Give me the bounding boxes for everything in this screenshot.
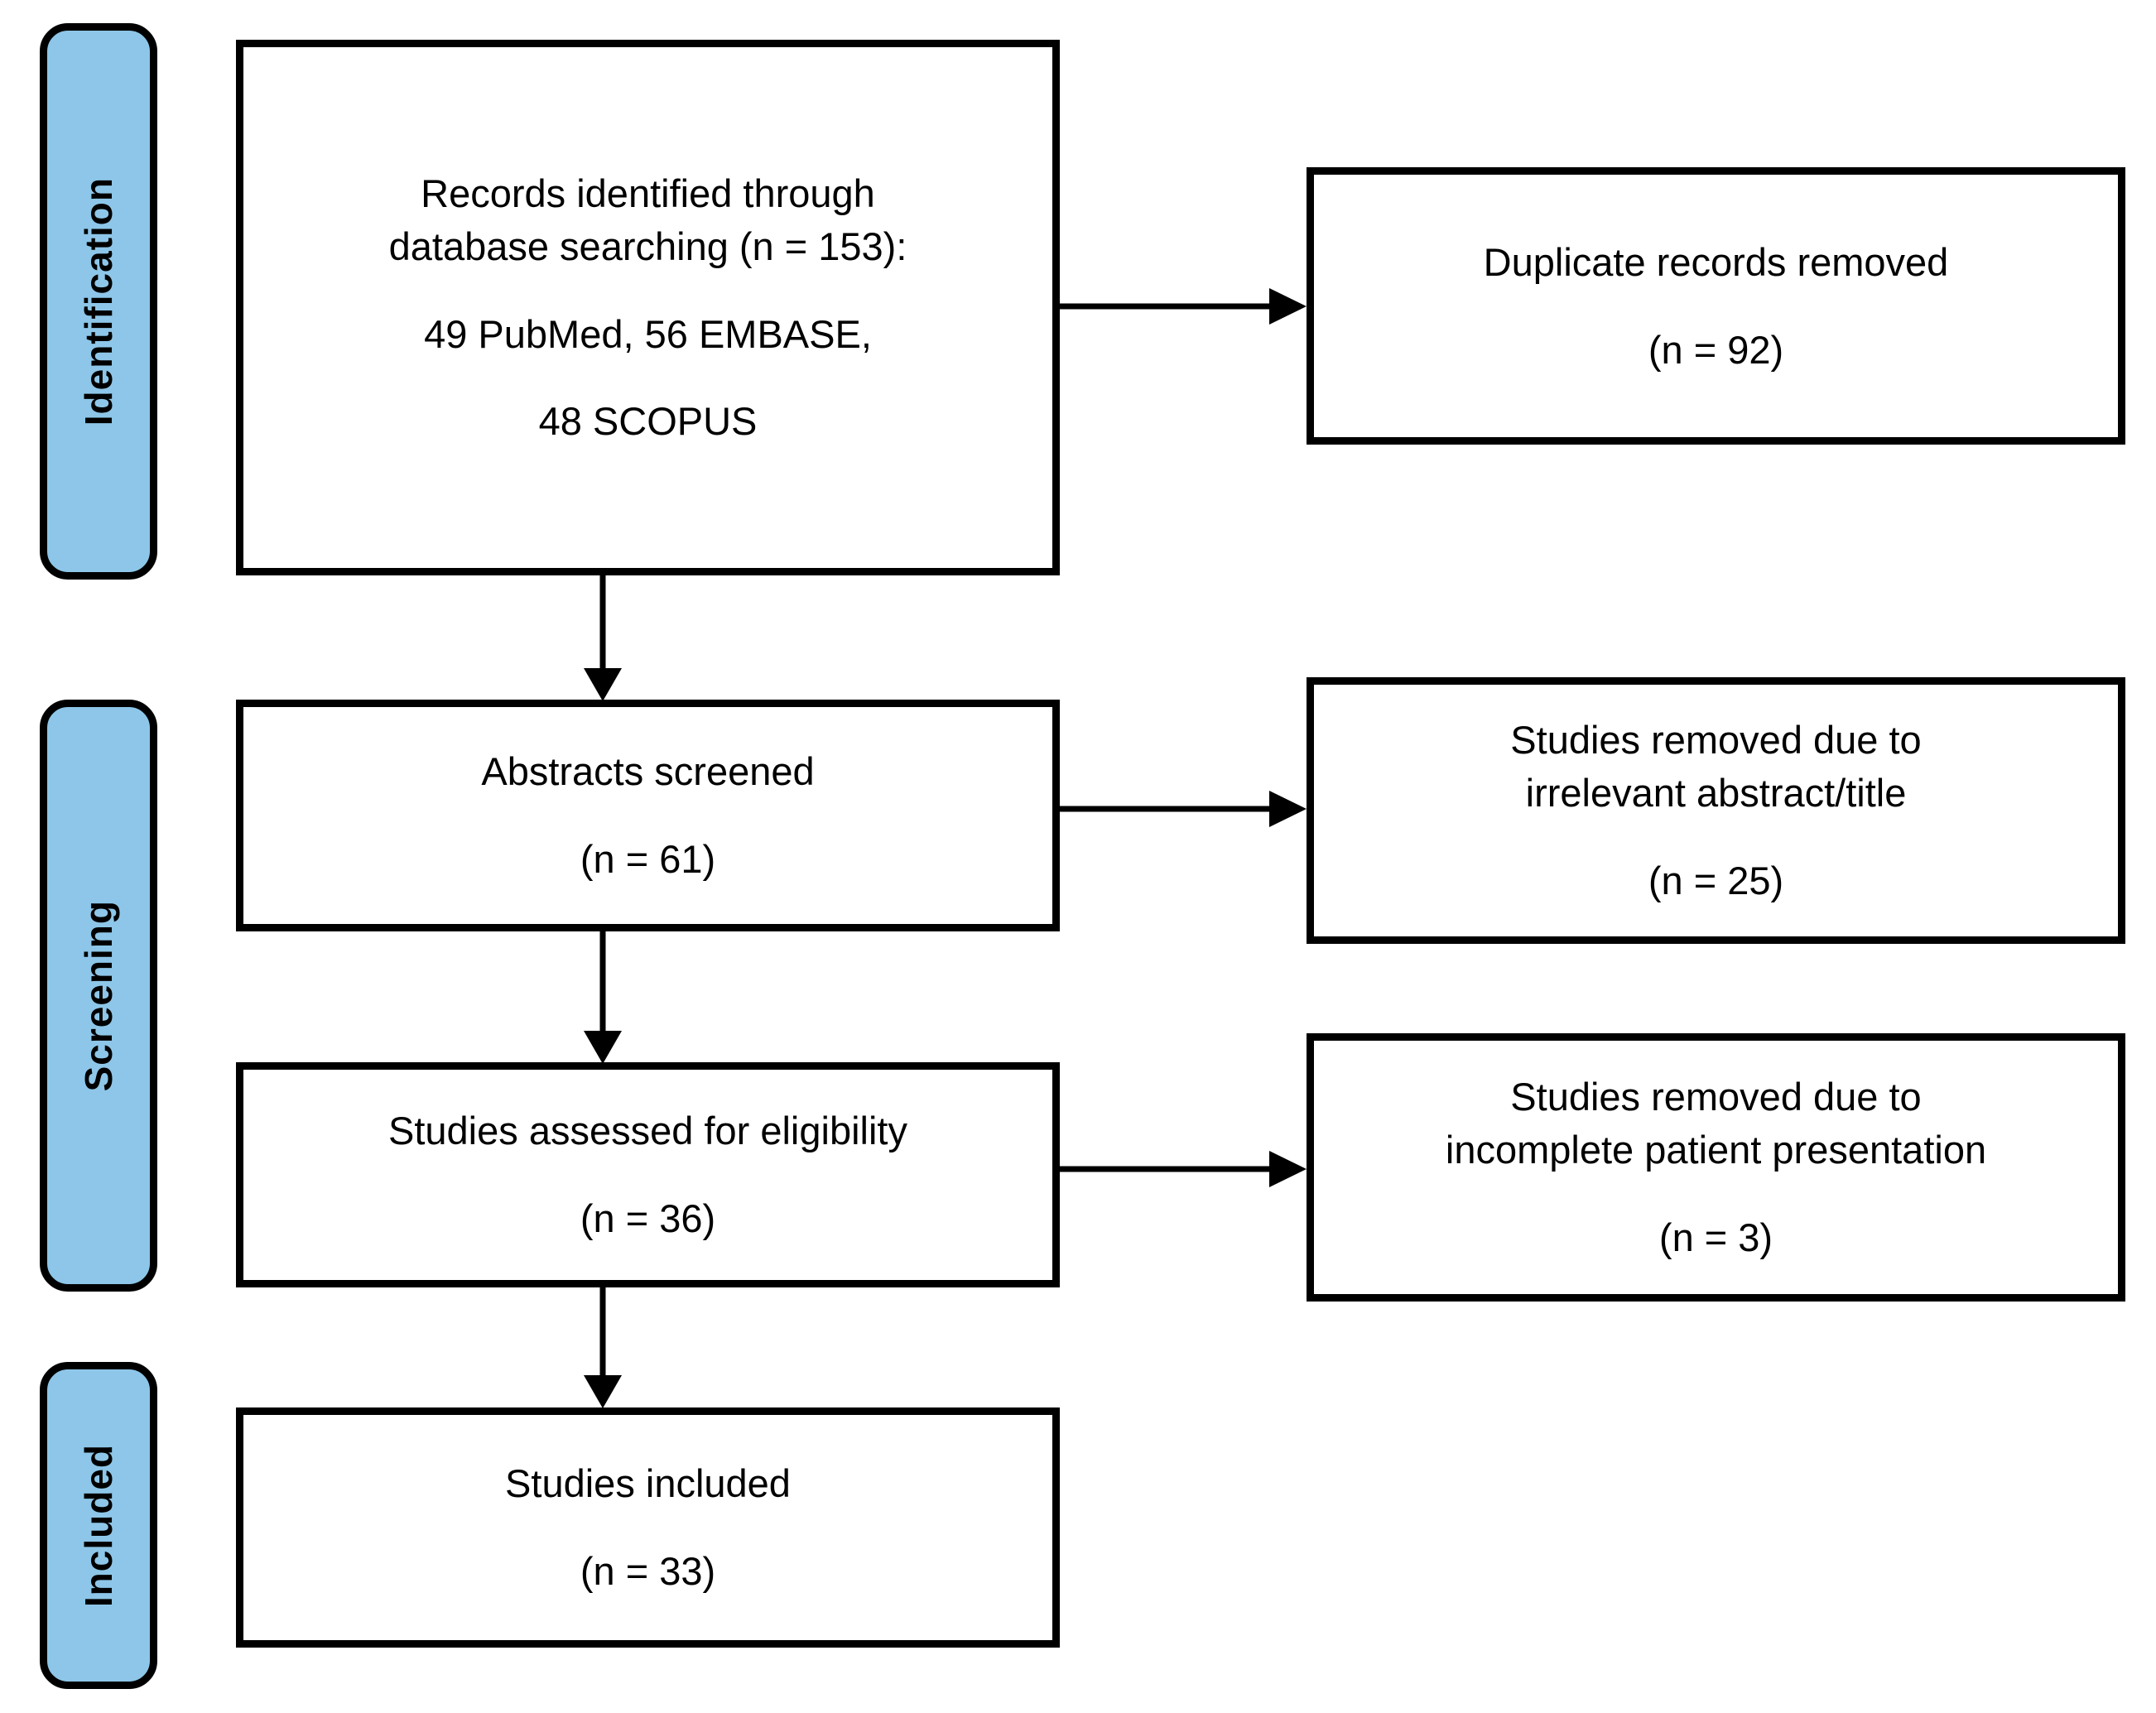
stage-label-screening: Screening <box>77 899 120 1092</box>
box-duplicates-removed-line-2: (n = 92) <box>1648 327 1784 372</box>
box-records-identified-line-1: Records identified through <box>421 171 875 215</box>
stage-label-included: Included <box>77 1443 120 1608</box>
box-removed-irrelevant-line-3: (n = 25) <box>1648 858 1784 902</box>
box-records-identified-line-2: database searching (n = 153): <box>388 224 907 268</box>
connector-assessed-to-included <box>575 1286 630 1410</box>
box-removed-irrelevant-line-1: Studies removed due to <box>1510 718 1922 763</box>
box-removed-incomplete-line-2: incomplete patient presentation <box>1445 1128 1987 1172</box>
connector-abstracts-to-assessed <box>575 930 630 1066</box>
box-abstracts-screened: Abstracts screened (n = 61) <box>236 700 1060 931</box>
stage-pill-screening: Screening <box>40 700 157 1292</box>
box-duplicates-removed-line-1: Duplicate records removed <box>1483 239 1949 284</box>
connector-abstracts-to-irrelevant <box>1056 784 1312 834</box>
box-studies-assessed-line-2: (n = 36) <box>580 1196 716 1240</box>
box-studies-included: Studies included (n = 33) <box>236 1407 1060 1648</box>
box-studies-included-line-2: (n = 33) <box>580 1549 716 1593</box>
box-records-identified: Records identified through database sear… <box>236 40 1060 575</box>
box-abstracts-screened-line-2: (n = 61) <box>580 837 716 881</box>
box-abstracts-screened-line-1: Abstracts screened <box>481 749 815 794</box>
box-removed-irrelevant: Studies removed due to irrelevant abstra… <box>1307 677 2125 944</box>
connector-assessed-to-incomplete <box>1056 1144 1312 1194</box>
box-removed-incomplete-line-1: Studies removed due to <box>1510 1075 1922 1119</box>
box-studies-included-line-1: Studies included <box>505 1461 791 1506</box>
stage-pill-identification: Identification <box>40 23 157 580</box>
stage-label-identification: Identification <box>77 176 120 426</box>
connector-records-to-abstracts <box>575 574 630 703</box>
box-studies-assessed: Studies assessed for eligibility (n = 36… <box>236 1062 1060 1287</box>
connector-records-to-duplicates <box>1056 281 1312 331</box>
box-records-identified-line-4: 48 SCOPUS <box>538 399 758 444</box>
box-records-identified-line-3: 49 PubMed, 56 EMBASE, <box>424 311 872 356</box>
box-removed-incomplete-line-3: (n = 3) <box>1658 1215 1773 1259</box>
box-removed-irrelevant-line-2: irrelevant abstract/title <box>1525 771 1907 816</box>
box-duplicates-removed: Duplicate records removed (n = 92) <box>1307 167 2125 445</box>
box-studies-assessed-line-1: Studies assessed for eligibility <box>388 1109 907 1153</box>
stage-pill-included: Included <box>40 1362 157 1689</box>
box-removed-incomplete: Studies removed due to incomplete patien… <box>1307 1033 2125 1302</box>
